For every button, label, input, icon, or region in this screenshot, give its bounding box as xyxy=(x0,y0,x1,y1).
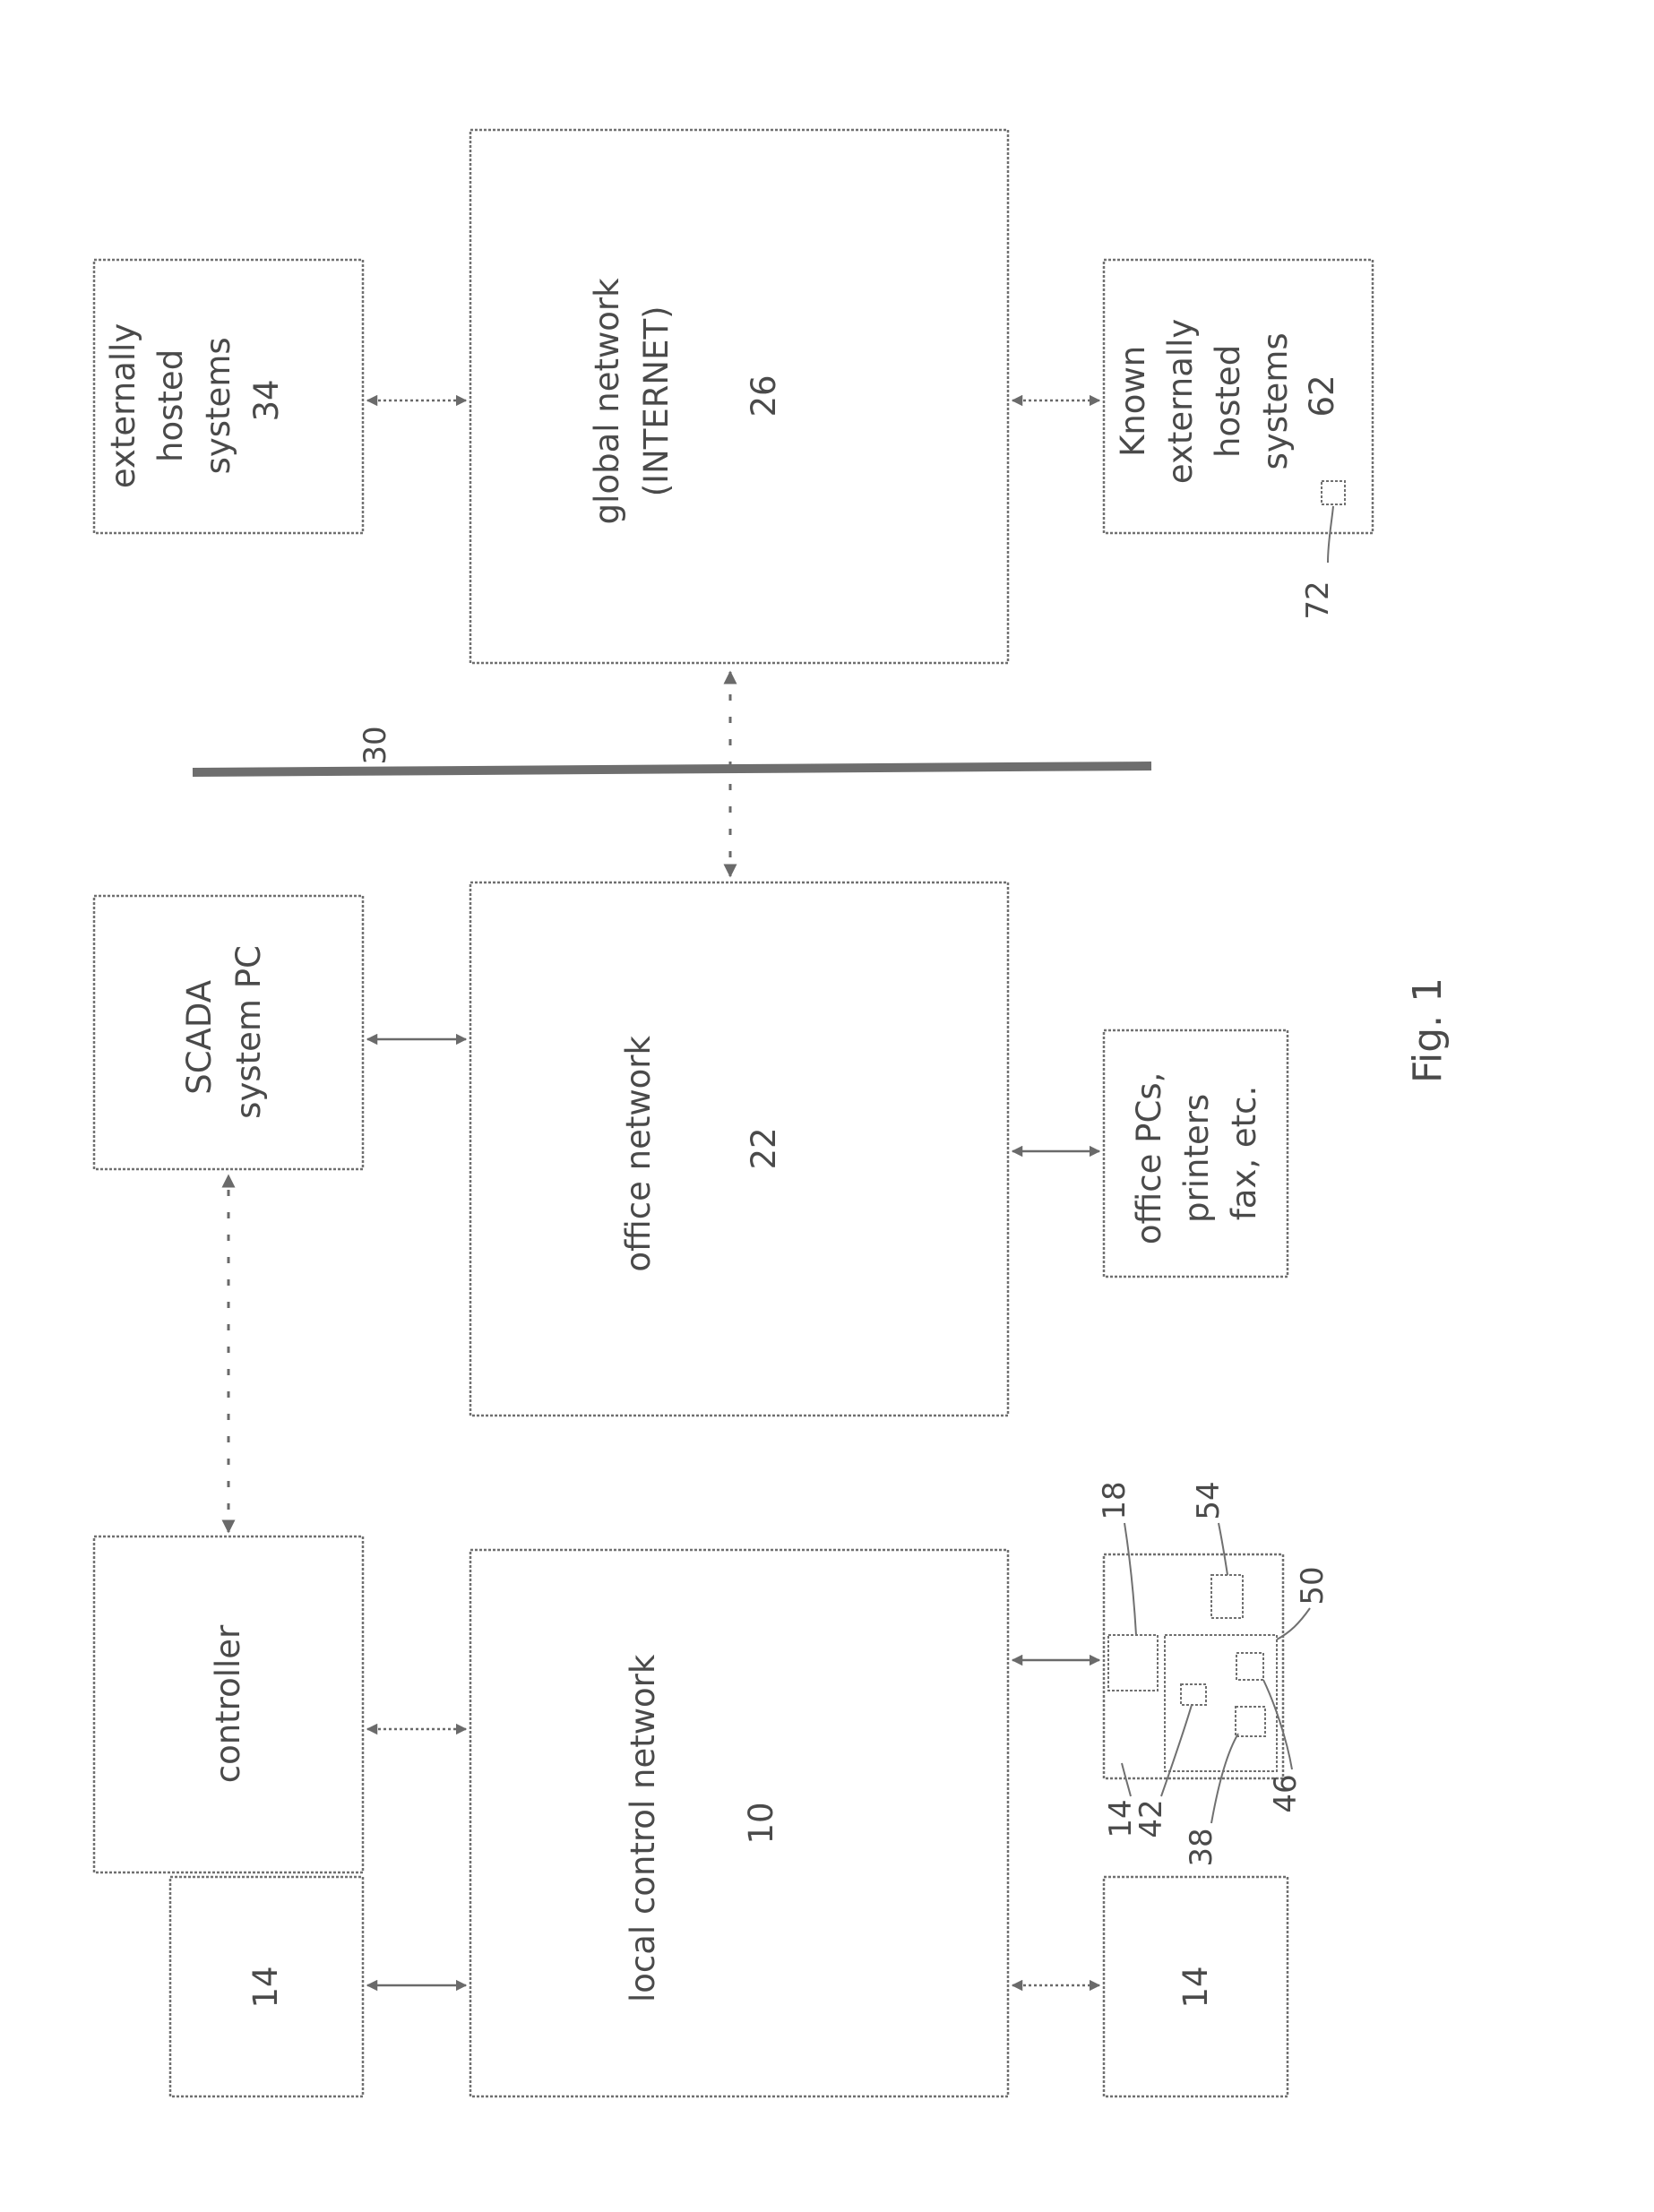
controller-label: controller xyxy=(209,1624,247,1783)
ref-42: 42 xyxy=(1133,1799,1169,1838)
ref-46: 46 xyxy=(1268,1774,1304,1812)
device-14-right-label: 14 xyxy=(1176,1966,1215,2008)
local-control-network-box xyxy=(470,1550,1008,2096)
ref-18: 18 xyxy=(1097,1481,1133,1519)
ref-50: 50 xyxy=(1295,1566,1331,1605)
ref-38: 38 xyxy=(1184,1828,1219,1866)
ref-54: 54 xyxy=(1191,1481,1227,1519)
ref-72: 72 xyxy=(1300,581,1336,619)
scada-system-pc-box xyxy=(94,896,363,1169)
ref-30: 30 xyxy=(358,726,393,764)
global-network-box xyxy=(470,130,1008,663)
device-detail-box xyxy=(1104,1554,1283,1778)
device-14-left-label: 14 xyxy=(246,1966,285,2008)
barrier-30 xyxy=(193,766,1151,772)
office-pcs-label: office PCs, printers fax, etc. xyxy=(1130,1062,1263,1244)
office-network-box xyxy=(470,882,1008,1416)
figure-caption: Fig. 1 xyxy=(1405,977,1451,1083)
